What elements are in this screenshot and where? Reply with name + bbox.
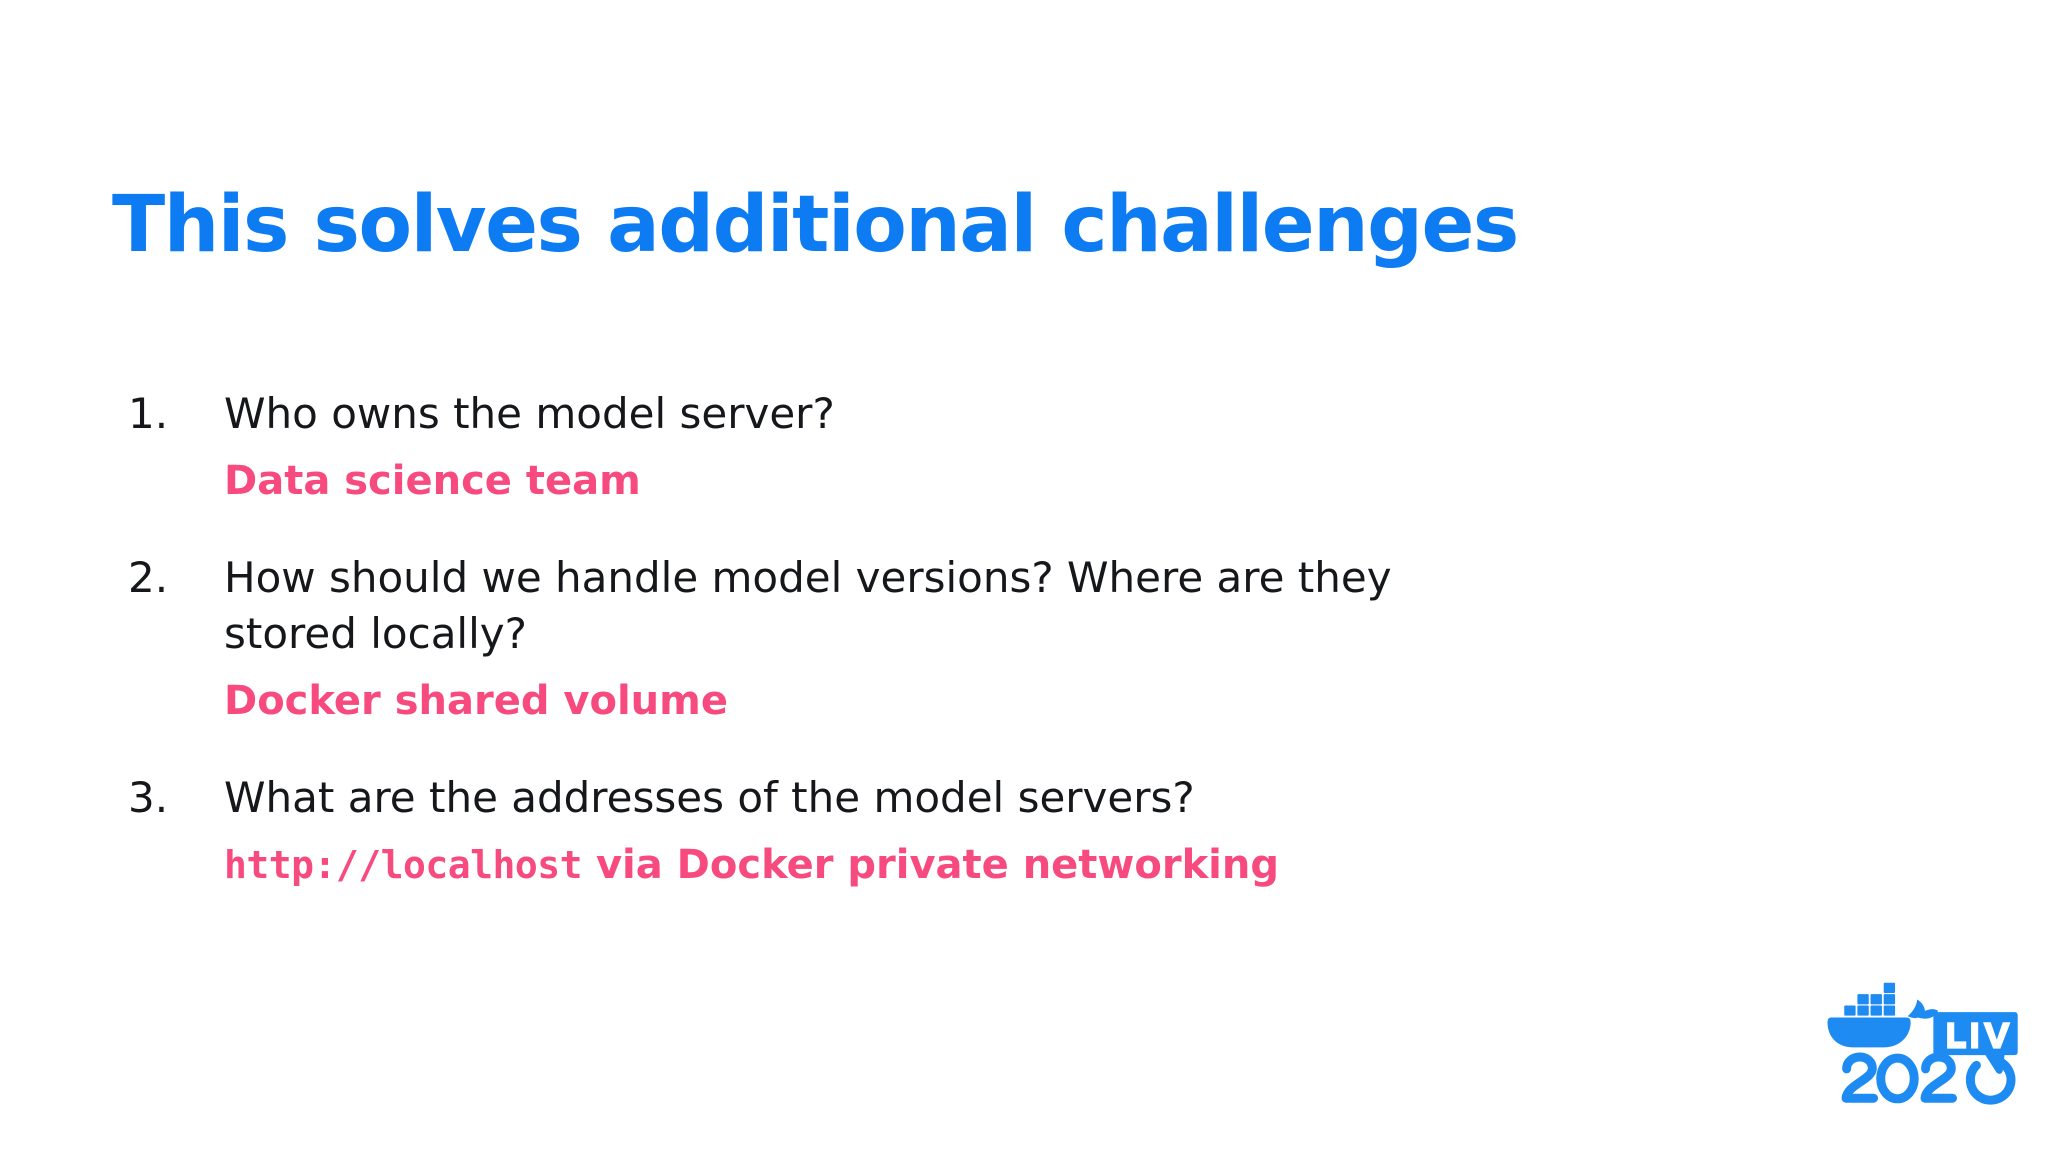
list-item-body: What are the addresses of the model serv… (224, 770, 1700, 892)
list-item-number: 2. (128, 553, 169, 603)
numbered-list: 1. Who owns the model server? Data scien… (0, 386, 1700, 892)
whale-containers-icon (1844, 982, 1896, 1016)
list-item-question: What are the addresses of the model serv… (224, 772, 1195, 822)
list-item-answer-rest: via Docker private networking (582, 842, 1279, 889)
list-item: 1. Who owns the model server? Data scien… (0, 386, 1700, 508)
whale-tail-icon (1907, 999, 1939, 1019)
list-item: 2. How should we handle model versions? … (0, 550, 1700, 728)
localhost-url: http://localhost (224, 843, 583, 888)
live-text (1947, 1022, 2011, 1049)
whale-body-icon (1827, 1017, 1911, 1048)
page-title: This solves additional challenges (112, 180, 1519, 271)
list-item: 3. What are the addresses of the model s… (0, 770, 1700, 892)
list-item-number: 3. (128, 772, 169, 822)
list-item-answer: Docker shared volume (224, 678, 728, 725)
list-item-answer: http://localhost via Docker private netw… (224, 839, 1700, 892)
list-item-answer: Data science team (224, 458, 641, 505)
list-item-body: Who owns the model server? Data science … (224, 386, 1700, 508)
list-item-body: How should we handle model versions? Whe… (224, 550, 1700, 728)
list-item-number: 1. (128, 389, 169, 438)
year-2020-text (1841, 1052, 2016, 1105)
list-item-question: Who owns the model server? (224, 389, 835, 438)
list-item-question: How should we handle model versions? Whe… (224, 553, 1392, 658)
docker-live-2020-logo (1820, 978, 2018, 1106)
